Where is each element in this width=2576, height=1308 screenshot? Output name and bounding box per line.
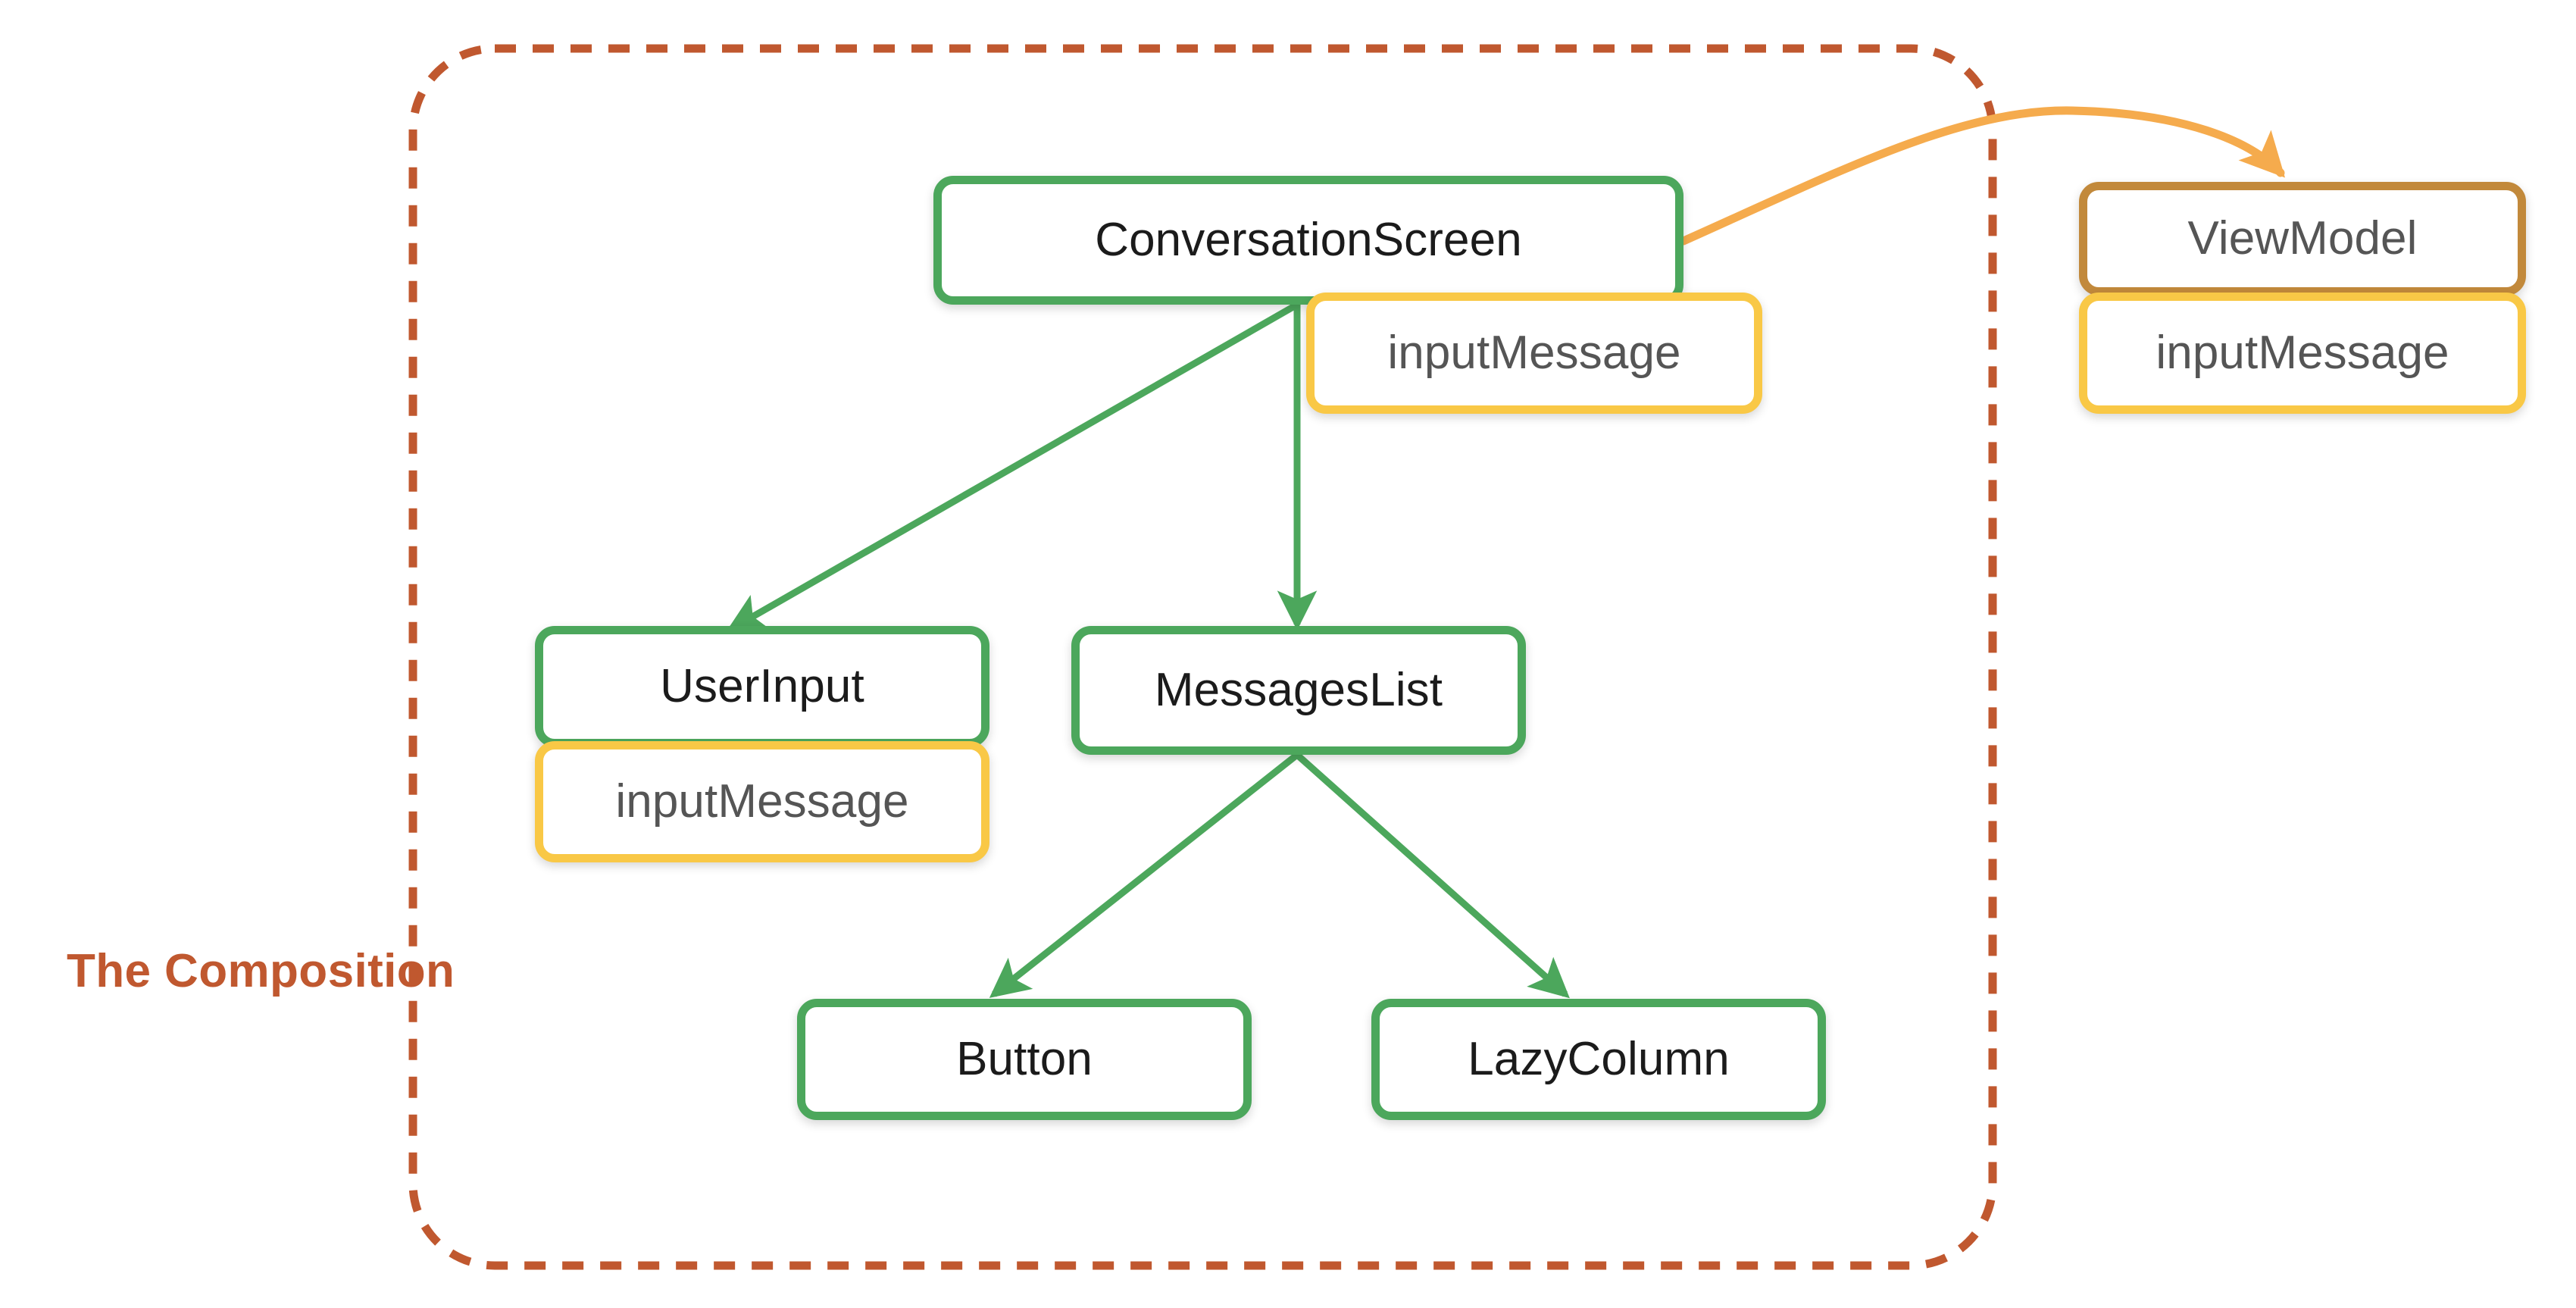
node-button[interactable]: Button bbox=[797, 999, 1252, 1120]
edge-conversationscreen-to-userinput bbox=[726, 302, 1299, 632]
node-conversation-screen[interactable]: ConversationScreen bbox=[933, 176, 1683, 305]
node-messages-list[interactable]: MessagesList bbox=[1071, 626, 1526, 755]
node-lazy-column[interactable]: LazyColumn bbox=[1371, 999, 1826, 1120]
node-user-input-state[interactable]: inputMessage bbox=[535, 741, 989, 862]
node-label: inputMessage bbox=[2156, 327, 2449, 379]
node-label: UserInput bbox=[660, 660, 864, 712]
node-conversation-screen-state[interactable]: inputMessage bbox=[1306, 293, 1762, 414]
node-view-model-state[interactable]: inputMessage bbox=[2079, 293, 2526, 414]
node-label: inputMessage bbox=[615, 775, 909, 828]
node-label: Button bbox=[956, 1033, 1093, 1085]
node-label: MessagesList bbox=[1154, 664, 1443, 716]
node-label: inputMessage bbox=[1387, 327, 1681, 379]
node-label: ConversationScreen bbox=[1095, 214, 1522, 266]
node-view-model[interactable]: ViewModel bbox=[2079, 182, 2526, 296]
edge-messageslist-to-lazycolumn bbox=[1295, 752, 1570, 999]
composition-label: The Composition bbox=[67, 945, 455, 997]
node-label: LazyColumn bbox=[1468, 1033, 1730, 1085]
node-user-input[interactable]: UserInput bbox=[535, 626, 989, 747]
edge-messageslist-to-button bbox=[989, 752, 1299, 998]
node-label: ViewModel bbox=[2187, 212, 2418, 264]
